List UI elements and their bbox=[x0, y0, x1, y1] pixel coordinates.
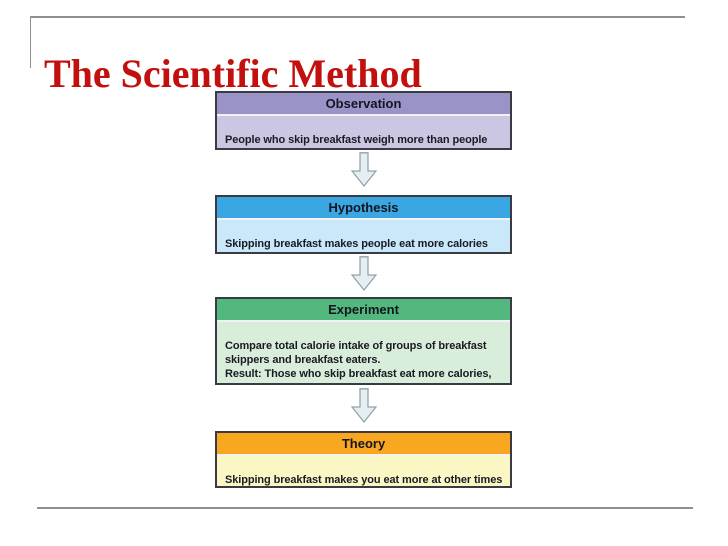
step-theory-label: Theory bbox=[341, 436, 386, 451]
step-observation-body: People who skip breakfast weigh more tha… bbox=[217, 116, 510, 148]
title-top-rule bbox=[30, 16, 685, 18]
step-hypothesis-header: Hypothesis bbox=[217, 197, 510, 220]
step-observation-label: Observation bbox=[325, 96, 402, 111]
step-observation: Observation People who skip breakfast we… bbox=[215, 91, 512, 150]
step-experiment-description: Compare total calorie intake of groups o… bbox=[225, 340, 492, 383]
step-hypothesis: Hypothesis Skipping breakfast makes peop… bbox=[215, 195, 512, 254]
bottom-rule bbox=[37, 507, 693, 509]
title-left-rule bbox=[30, 16, 31, 68]
down-arrow-icon bbox=[351, 388, 377, 423]
step-theory-header: Theory bbox=[217, 433, 510, 456]
step-hypothesis-label: Hypothesis bbox=[328, 200, 399, 215]
step-observation-header: Observation bbox=[217, 93, 510, 116]
step-experiment-body: Compare total calorie intake of groups o… bbox=[217, 322, 510, 383]
down-arrow-icon bbox=[351, 256, 377, 291]
step-theory-body: Skipping breakfast makes you eat more at… bbox=[217, 456, 510, 486]
page-title: The Scientific Method bbox=[44, 50, 422, 96]
step-hypothesis-body: Skipping breakfast makes people eat more… bbox=[217, 220, 510, 252]
step-theory: Theory Skipping breakfast makes you eat … bbox=[215, 431, 512, 488]
step-experiment-label: Experiment bbox=[328, 302, 399, 317]
step-theory-description: Skipping breakfast makes you eat more at… bbox=[225, 474, 503, 486]
step-experiment: Experiment Compare total calorie intake … bbox=[215, 297, 512, 385]
step-observation-description: People who skip breakfast weigh more tha… bbox=[225, 134, 488, 146]
step-hypothesis-description: Skipping breakfast makes people eat more… bbox=[225, 238, 488, 250]
step-experiment-header: Experiment bbox=[217, 299, 510, 322]
down-arrow-icon bbox=[351, 152, 377, 187]
